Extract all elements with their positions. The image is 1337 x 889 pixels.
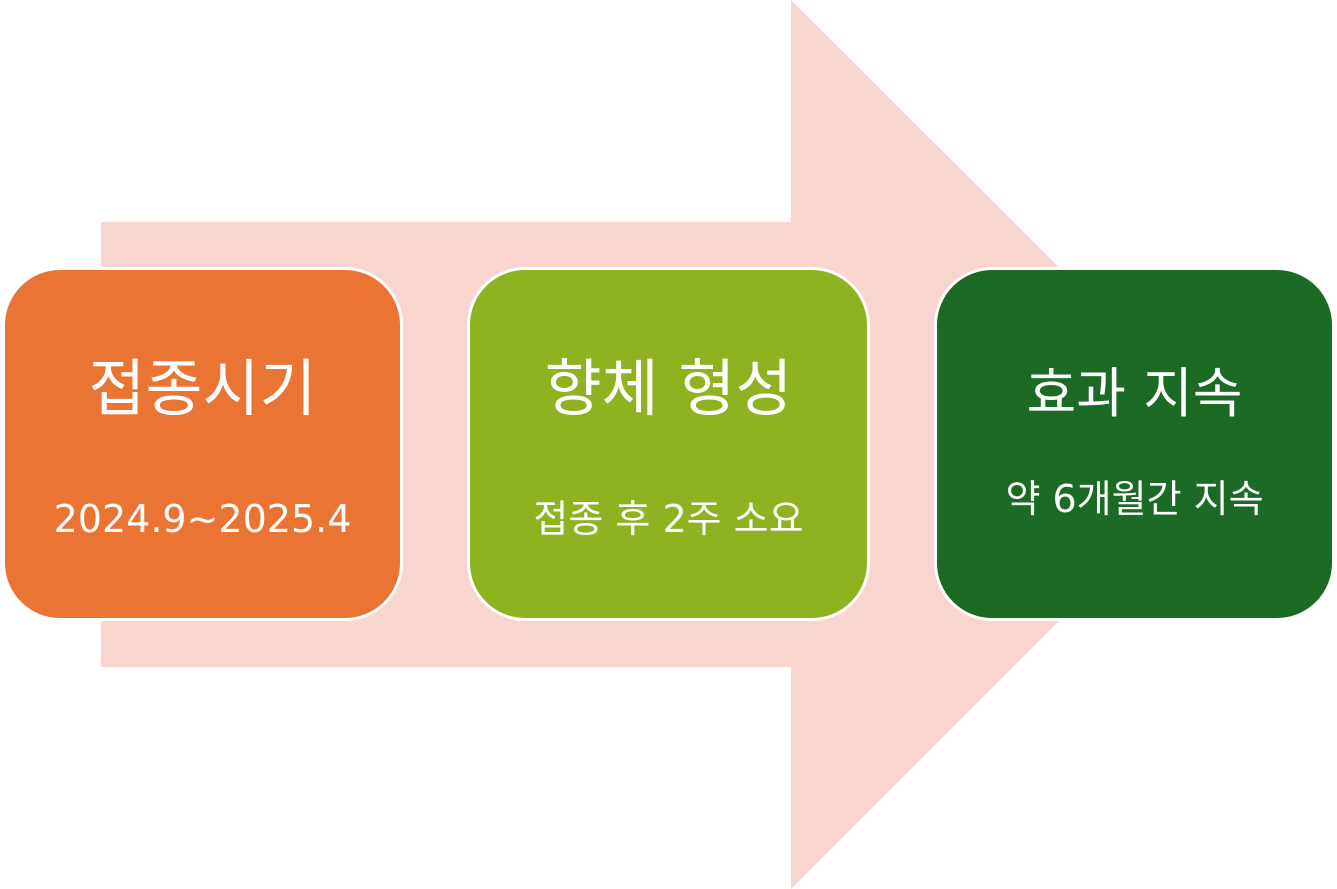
- step-subtitle: 2024.9~2025.4: [53, 497, 352, 541]
- step-subtitle: 약 6개월간 지속: [1005, 477, 1264, 521]
- step-title: 접종시기: [88, 352, 317, 425]
- step-box-vaccination-period: 접종시기 2024.9~2025.4: [2, 267, 403, 621]
- step-box-effect-duration: 효과 지속 약 6개월간 지속: [934, 267, 1335, 621]
- step-title: 향체 형성: [544, 352, 793, 425]
- step-subtitle: 접종 후 2주 소요: [533, 497, 804, 541]
- step-title: 효과 지속: [1026, 362, 1243, 425]
- step-box-antibody-formation: 향체 형성 접종 후 2주 소요: [467, 267, 870, 621]
